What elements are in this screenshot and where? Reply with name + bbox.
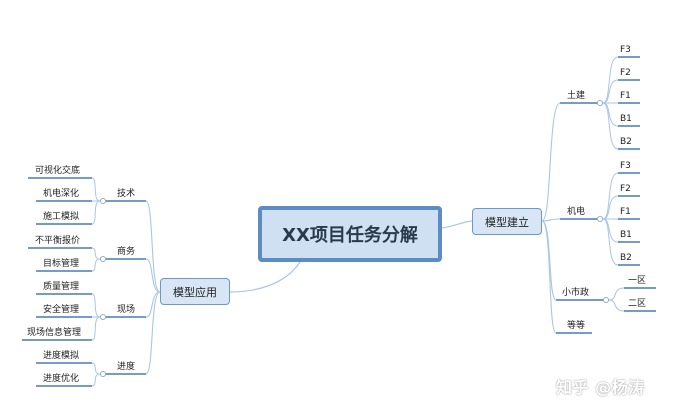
subtopic-site[interactable]: 现场 [117,305,136,315]
subtopic-etc[interactable]: 等等 [567,321,586,331]
leaf-mep-b1[interactable]: B1 [620,230,632,240]
leaf-mep-f1[interactable]: F1 [620,207,631,217]
leaf-mep-deepening[interactable]: 机电深化 [43,189,80,199]
connector-mep-leaf-4 [602,218,619,266]
leaf-civil-f3[interactable]: F3 [620,45,631,55]
connector-municipal-leaf-0 [608,287,625,301]
subtopic-mep[interactable]: 机电 [567,207,586,217]
leaf-site-info-management[interactable]: 现场信息管理 [27,328,82,338]
connector-site-leaf-0 [91,293,101,318]
leaf-civil-f1[interactable]: F1 [620,91,631,101]
connector-civil-leaf-4 [602,102,619,150]
collapse-toggle-mep[interactable] [596,215,604,223]
leaf-quality-management[interactable]: 质量管理 [43,282,80,292]
main-branch-model-build-label: 模型建立 [485,215,529,229]
leaf-municipal-zone2[interactable]: 二区 [628,299,647,309]
main-branch-model-build[interactable]: 模型建立 [472,208,542,235]
connector-center-left [229,261,301,293]
connector-site-leaf-2 [91,316,101,341]
connector-civil-leaf-3 [602,102,619,127]
leaf-municipal-zone1[interactable]: 一区 [628,276,647,286]
connector-left-schedule [145,291,161,375]
main-branch-model-application-label: 模型应用 [173,285,217,299]
leaf-construction-simulation[interactable]: 施工模拟 [43,212,80,222]
leaf-safety-management[interactable]: 安全管理 [43,305,80,315]
subtopic-technical[interactable]: 技术 [117,189,136,199]
collapse-toggle-commercial[interactable] [99,255,107,263]
collapse-toggle-technical[interactable] [99,197,107,205]
connector-left-site [145,291,161,318]
connector-civil-leaf-0 [602,56,619,104]
connector-civil-leaf-1 [602,79,619,104]
leaf-schedule-optimization[interactable]: 进度优化 [43,374,80,384]
subtopic-schedule[interactable]: 进度 [117,362,136,372]
leaf-mep-f3[interactable]: F3 [620,161,631,171]
connector-left-technical [145,200,161,293]
subtopic-commercial[interactable]: 商务 [117,247,136,257]
leaf-civil-f2[interactable]: F2 [620,68,631,78]
collapse-toggle-schedule[interactable] [99,370,107,378]
collapse-toggle-civil[interactable] [596,99,604,107]
connector-mep-leaf-0 [602,172,619,220]
leaf-unbalanced-quote[interactable]: 不平衡报价 [35,236,81,246]
connector-technical-leaf-0 [91,177,101,202]
connector-right-civil [541,102,561,222]
center-topic-node[interactable]: XX项目任务分解 [258,206,442,262]
connector-schedule-leaf-1 [91,373,101,387]
leaf-civil-b1[interactable]: B1 [620,114,632,124]
connector-mep-leaf-1 [602,195,619,220]
leaf-mep-f2[interactable]: F2 [620,184,631,194]
connector-schedule-leaf-0 [91,362,101,375]
connector-municipal-leaf-1 [608,299,625,312]
leaf-civil-b2[interactable]: B2 [620,137,632,147]
center-topic-label: XX项目任务分解 [282,225,418,246]
leaf-schedule-simulation[interactable]: 进度模拟 [43,351,80,361]
main-branch-model-application[interactable]: 模型应用 [160,278,230,305]
subtopic-municipal[interactable]: 小市政 [562,288,590,298]
connector-commercial-leaf-1 [91,258,101,272]
subtopic-civil[interactable]: 土建 [567,91,586,101]
connector-left-commercial [145,258,161,293]
leaf-target-management[interactable]: 目标管理 [43,259,80,269]
watermark-text: 知乎 @杨涛 [556,378,645,397]
connector-right-etc [541,220,557,334]
connector-commercial-leaf-0 [91,247,101,260]
connector-right-mep [541,218,561,222]
connector-technical-leaf-2 [91,200,101,225]
connector-center-right [441,220,473,229]
collapse-toggle-municipal[interactable] [602,296,610,304]
leaf-visual-briefing[interactable]: 可视化交底 [35,166,81,176]
leaf-mep-b2[interactable]: B2 [620,253,632,263]
connector-mep-leaf-3 [602,218,619,243]
collapse-toggle-site[interactable] [99,313,107,321]
